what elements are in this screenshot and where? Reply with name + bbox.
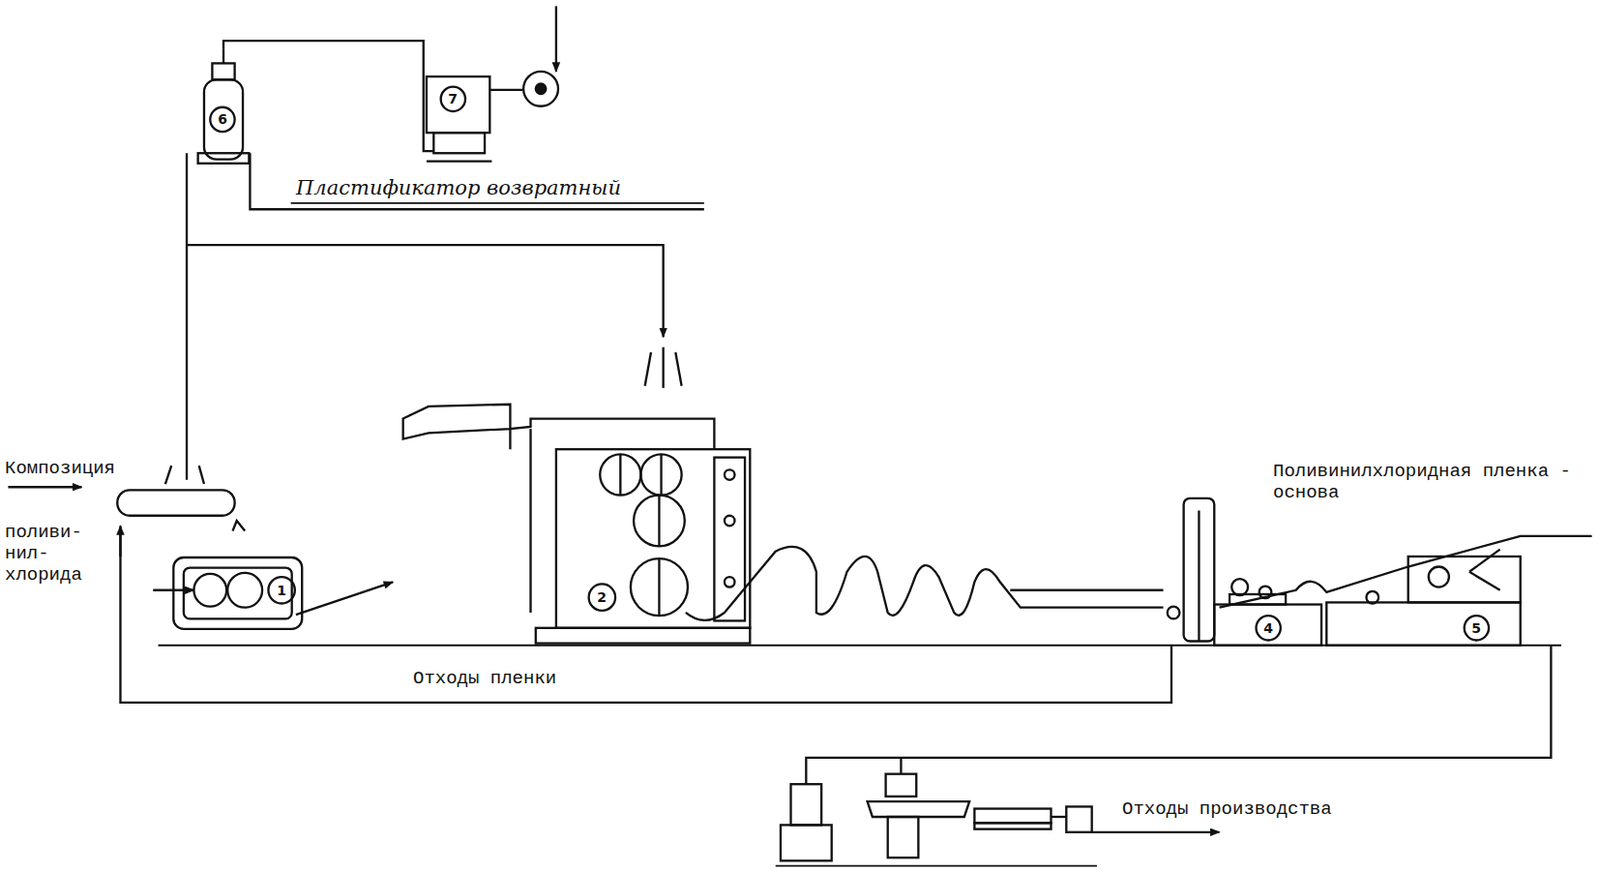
callout-number: 6: [217, 111, 228, 127]
product-label: Поливинилхлоридная пленка - основа: [1273, 461, 1590, 504]
callout-number: 1: [276, 582, 287, 598]
note-label: Пластификатор возвратный: [296, 176, 622, 200]
callout-number: 5: [1471, 620, 1482, 636]
stream-label: Отходы производства: [1122, 799, 1333, 821]
callout-number: 7: [447, 90, 458, 107]
stream-label: Отходы пленки: [413, 668, 557, 690]
callout-number: 2: [596, 589, 607, 605]
callout-number: 4: [1263, 620, 1274, 636]
stream-label: поливи- нил- хлорида: [4, 522, 102, 587]
stream-label: Композиция: [4, 458, 116, 480]
